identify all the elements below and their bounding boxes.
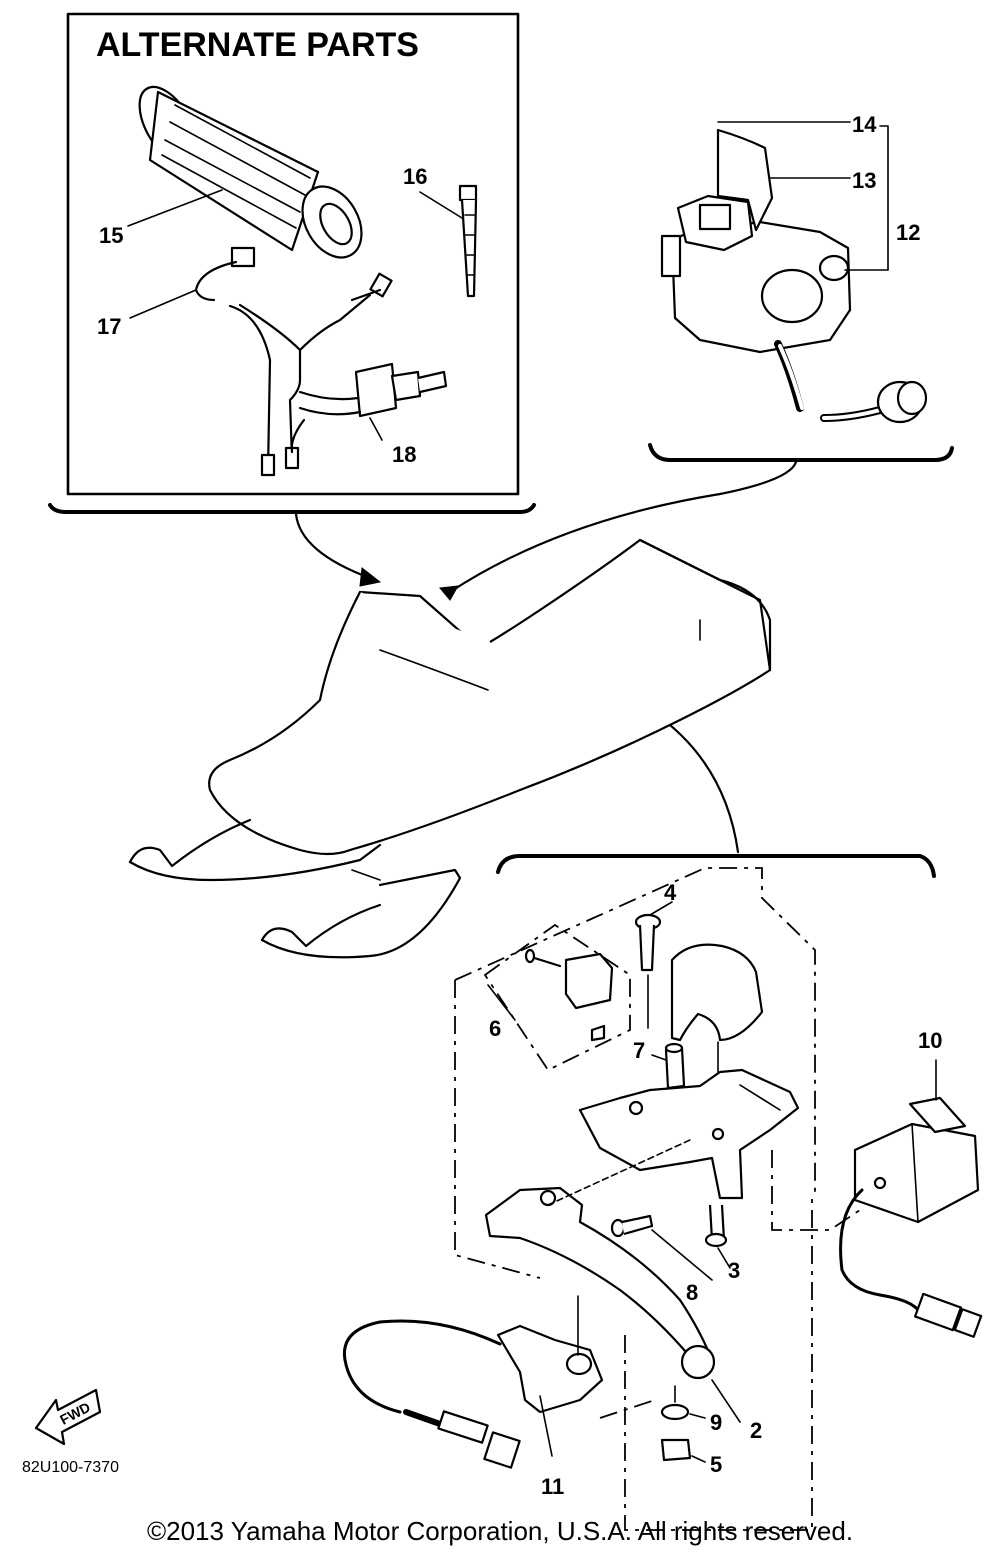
callout-4: 4 xyxy=(664,880,677,905)
sensor-11-part xyxy=(342,1319,604,1469)
callout-12: 12 xyxy=(896,220,920,245)
callout-14: 14 xyxy=(852,112,877,137)
callout-13: 13 xyxy=(852,168,876,193)
alternate-parts-panel: ALTERNATE PARTS xyxy=(48,12,536,514)
brake-lever-assembly xyxy=(342,854,983,1531)
screw-8-part xyxy=(610,1214,654,1238)
lever-bracket-part xyxy=(578,1068,800,1200)
callout-5: 5 xyxy=(710,1452,722,1477)
pin-7-part xyxy=(664,1042,686,1090)
callout-15: 15 xyxy=(99,223,123,248)
callout-8: 8 xyxy=(686,1280,698,1305)
callout-6: 6 xyxy=(489,1016,501,1041)
callout-2: 2 xyxy=(750,1418,762,1443)
grip-part xyxy=(138,85,363,259)
part-number: 82U100-7370 xyxy=(22,1459,119,1476)
bolt-4-part xyxy=(634,913,662,972)
callout-17: 17 xyxy=(97,314,121,339)
callout-18: 18 xyxy=(392,442,416,467)
callout-11: 11 xyxy=(541,1474,564,1499)
callout-3: 3 xyxy=(728,1258,740,1283)
washer-9-part xyxy=(660,1403,690,1421)
callout-9: 9 xyxy=(710,1410,722,1435)
forward-direction-icon: FWD xyxy=(34,1388,102,1446)
wire-harness-part xyxy=(194,246,393,477)
callout-16: 16 xyxy=(403,164,427,189)
nut-5-part xyxy=(660,1438,692,1462)
module-10-part xyxy=(839,1096,983,1338)
copyright-notice: ©2013 Yamaha Motor Corporation, U.S.A. A… xyxy=(146,1516,854,1546)
switch-6-part xyxy=(524,948,614,1042)
callout-labels: 15 16 17 18 14 13 12 4 6 7 10 8 3 2 9 5 … xyxy=(97,112,942,1499)
cable-tie-part xyxy=(458,184,478,298)
callout-10: 10 xyxy=(918,1028,942,1053)
toggle-switch-part xyxy=(290,362,448,454)
lever-cover-part xyxy=(670,943,764,1042)
switch-panel xyxy=(648,121,954,462)
bolt-3-part xyxy=(704,1204,728,1248)
snowmobile-illustration xyxy=(128,538,772,959)
callout-7: 7 xyxy=(633,1038,645,1063)
alternate-parts-title: ALTERNATE PARTS xyxy=(96,26,419,64)
